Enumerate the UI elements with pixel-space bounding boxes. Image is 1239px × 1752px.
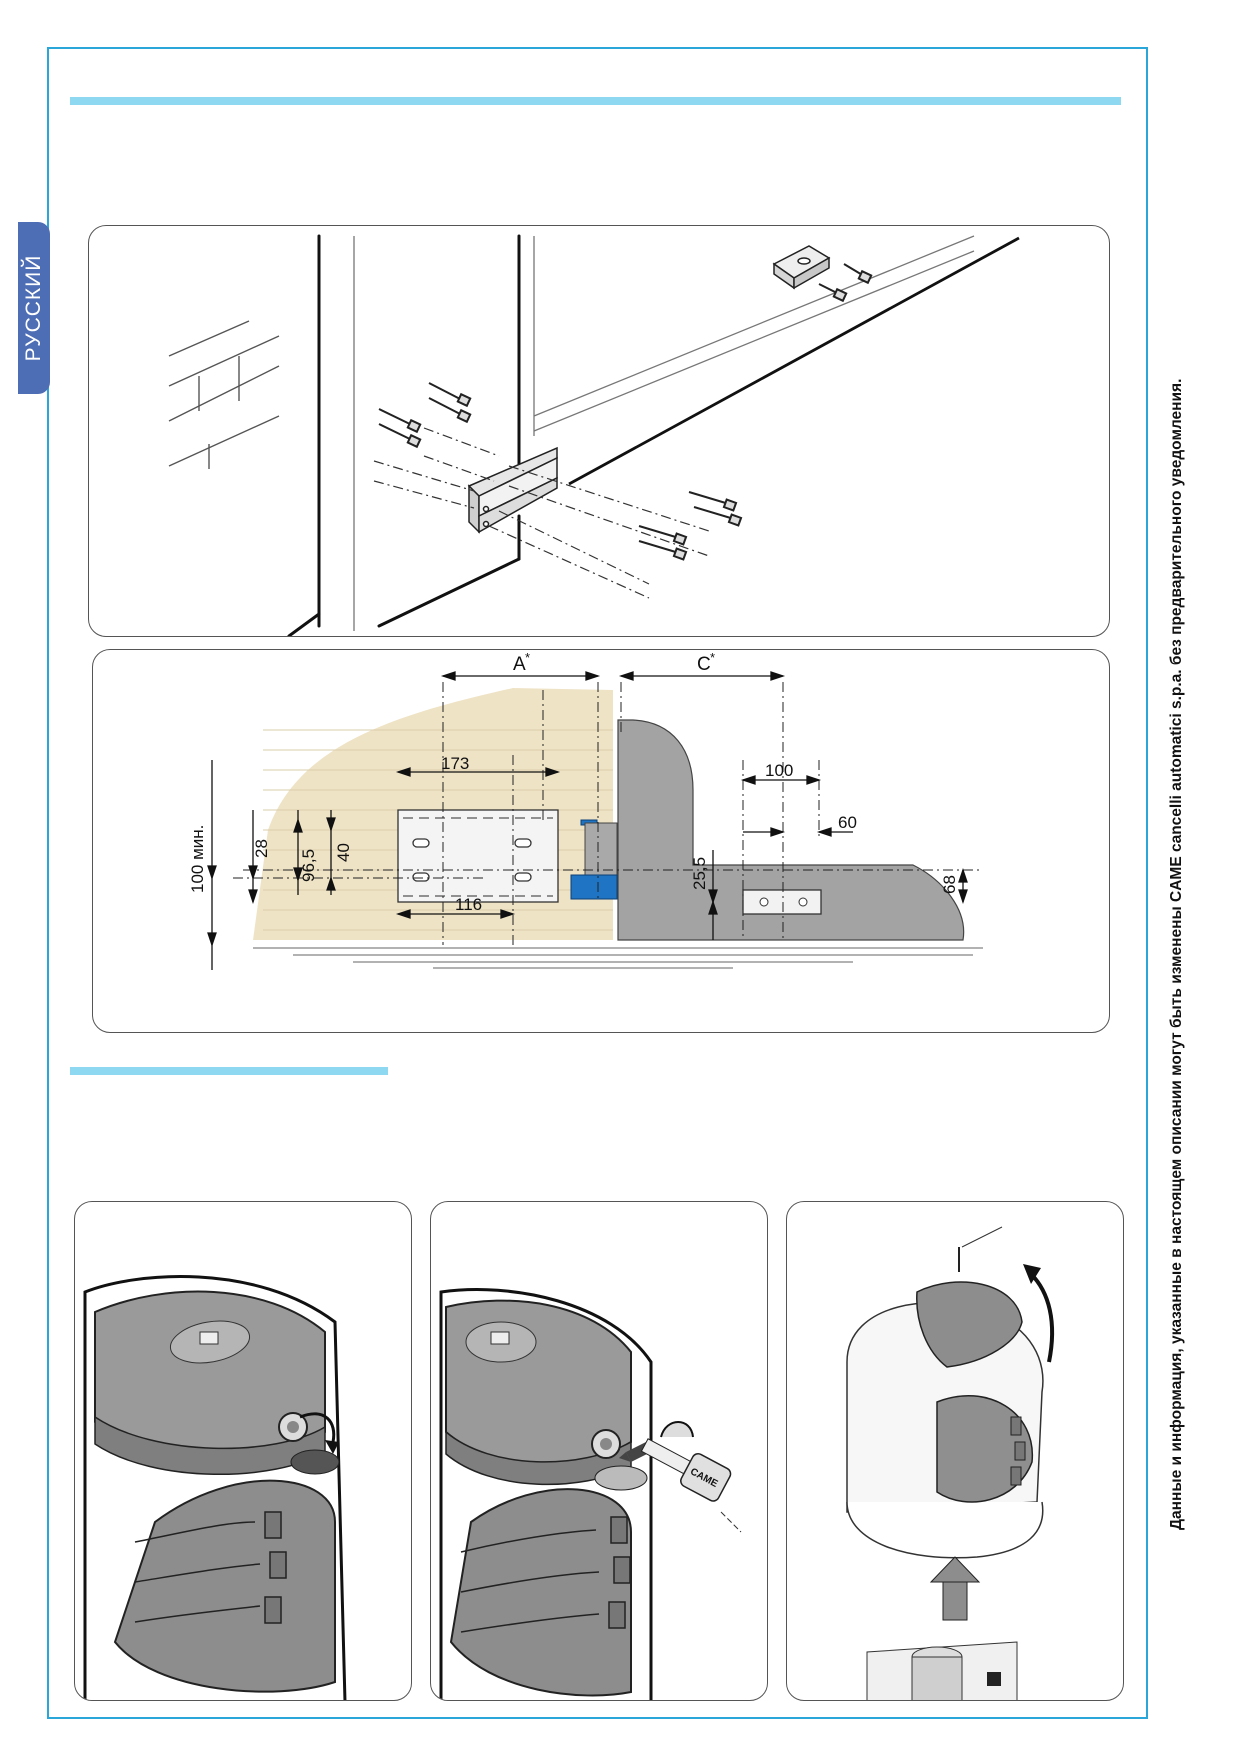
unlock-step-2-drawing: CAME	[439, 1288, 742, 1700]
language-tab: РУССКИЙ	[18, 222, 50, 394]
stop-block	[570, 874, 618, 900]
figure-unlock-step-2: CAME	[430, 1201, 768, 1701]
mounting-bracket	[467, 446, 558, 534]
language-tab-label: РУССКИЙ	[22, 254, 45, 362]
lock-flap	[290, 1449, 340, 1475]
cover-lid	[916, 1281, 1023, 1368]
dim-68: 68	[940, 875, 959, 894]
unlock-step-1-drawing	[83, 1275, 347, 1700]
key-icon: CAME	[640, 1438, 732, 1502]
figure-unlock-step-1	[74, 1201, 412, 1701]
label-a: A	[513, 654, 526, 675]
lift-arrow-icon	[942, 1579, 968, 1621]
dimension-lines	[207, 671, 968, 970]
dim-40: 40	[334, 843, 353, 862]
stop-post	[584, 822, 618, 879]
bracket-installation-drawing	[168, 234, 1020, 636]
up-arrow-icon	[1029, 1272, 1055, 1363]
screws	[378, 263, 873, 561]
dimension-labels: A * C * 173 116 100 60 100 мин. 28 96,5 …	[188, 650, 959, 914]
dim-25-5: 25,5	[690, 857, 709, 890]
gate-stop-bracket	[772, 245, 831, 290]
dim-96-5: 96,5	[299, 849, 318, 882]
section-rule-top	[70, 97, 1121, 105]
figure-bracket-installation	[88, 225, 1110, 637]
dimension-drawing: A * C * 173 116 100 60 100 мин. 28 96,5 …	[188, 650, 983, 970]
dim-173: 173	[441, 754, 469, 773]
rotate-arrow-icon	[299, 1412, 336, 1443]
figure-dimensions: A * C * 173 116 100 60 100 мин. 28 96,5 …	[92, 649, 1110, 1033]
label-c-asterisk: *	[710, 650, 715, 665]
label-a-asterisk: *	[525, 650, 530, 665]
dim-60: 60	[838, 813, 857, 832]
label-c: C	[697, 654, 711, 675]
dim-100-min: 100 мин.	[188, 825, 207, 893]
dim-116: 116	[455, 895, 482, 914]
wall-sketch	[168, 320, 280, 469]
gate-plate	[742, 889, 822, 915]
section-rule-middle	[70, 1067, 388, 1075]
dim-100: 100	[765, 761, 793, 780]
motor-unit	[911, 1656, 963, 1700]
open-cover-drawing	[846, 1226, 1055, 1700]
page-frame	[47, 47, 1148, 1719]
base-plate	[397, 809, 559, 903]
disclaimer-note: Данные и информация, указанные в настоящ…	[1168, 378, 1185, 1530]
housing-vents	[936, 1395, 1033, 1503]
figure-open-cover	[786, 1201, 1124, 1701]
dim-28: 28	[252, 839, 271, 858]
rotate-arrow-icon	[660, 1421, 694, 1438]
housing-vents	[449, 1488, 632, 1697]
gate-leaf-section	[617, 719, 965, 941]
